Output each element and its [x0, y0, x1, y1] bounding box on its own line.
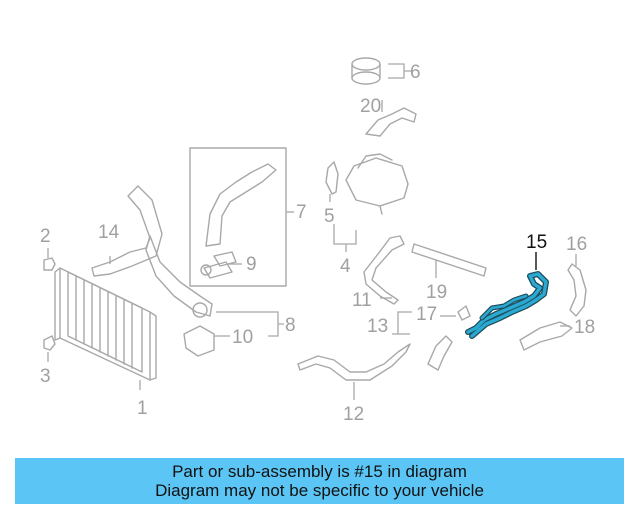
radiator-part	[54, 267, 157, 381]
hose-13-part	[427, 335, 453, 371]
callout-3: 3	[40, 366, 51, 387]
rail-19-part	[411, 243, 487, 277]
hose-16-part	[567, 263, 587, 317]
caption-line-2: Diagram may not be specific to your vehi…	[155, 481, 484, 500]
upper-hose-part	[91, 185, 163, 277]
callout-18: 18	[574, 317, 595, 338]
callout-9: 9	[246, 254, 257, 275]
callout-4: 4	[340, 256, 351, 277]
cap-6-part	[351, 57, 381, 85]
callout-19: 19	[426, 282, 447, 303]
callout-20: 20	[360, 96, 381, 117]
callout-5: 5	[324, 206, 335, 227]
lower-hose-part	[145, 235, 213, 317]
parts-diagram: 1 2 3 4 5 6 7 8 9 10 11 12 13 14 15 16 1…	[40, 57, 595, 425]
caption-banner: Part or sub-assembly is #15 in diagram D…	[15, 458, 624, 504]
callout-13: 13	[367, 316, 388, 337]
callout-15: 15	[526, 232, 547, 253]
callout-10: 10	[232, 327, 253, 348]
fitting-17-part	[457, 305, 471, 321]
leader-lines	[47, 63, 577, 400]
flange-10-part	[183, 325, 215, 357]
callout-17: 17	[416, 304, 437, 325]
pipe-18-part	[519, 321, 573, 351]
callout-8: 8	[285, 315, 296, 336]
box-7-group	[189, 147, 287, 287]
callout-6: 6	[410, 62, 421, 83]
callout-14: 14	[98, 222, 120, 243]
bracket-5-part	[325, 161, 339, 195]
hose-20-part	[365, 107, 417, 137]
pipe-15-highlighted	[465, 271, 549, 339]
bracket-3-part	[43, 335, 56, 351]
callout-11: 11	[352, 290, 372, 311]
expansion-tank-part	[345, 153, 409, 215]
pipe-11-part	[363, 235, 405, 305]
pipe-12-part	[297, 343, 411, 381]
caption-line-1: Part or sub-assembly is #15 in diagram	[172, 462, 467, 481]
callout-2: 2	[40, 226, 51, 247]
callout-16: 16	[566, 234, 587, 255]
callout-1: 1	[137, 398, 148, 419]
callout-12: 12	[343, 404, 364, 425]
flange-10-ring	[192, 302, 208, 318]
callout-7: 7	[296, 202, 307, 223]
bracket-2-part	[43, 257, 56, 271]
